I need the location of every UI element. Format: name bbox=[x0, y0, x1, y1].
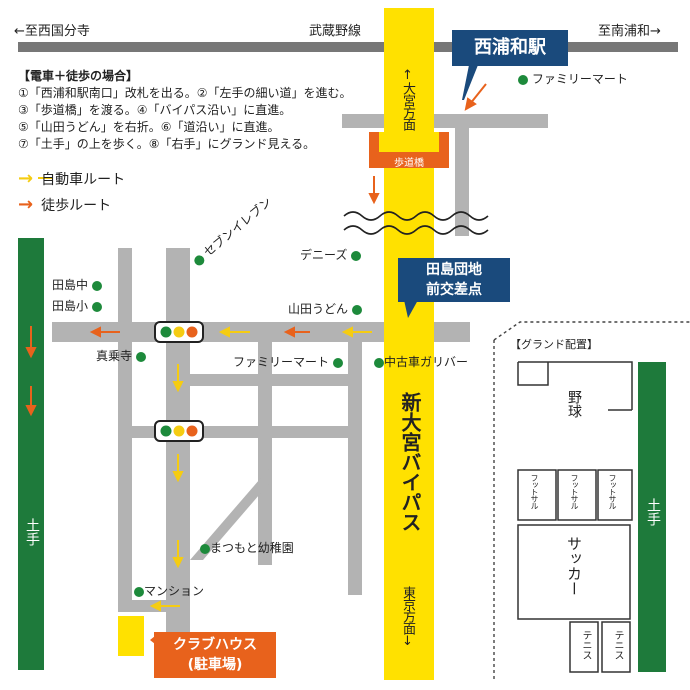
landmark-tajima-elem: 田島小 bbox=[52, 297, 102, 314]
car-route-key: → 自動車ルート bbox=[18, 168, 125, 189]
landmark-family-mart-mid: ファミリーマート bbox=[233, 353, 343, 370]
intersection-pointer bbox=[404, 300, 418, 318]
baseball-label: 野球 bbox=[566, 390, 582, 418]
direction-east: 至南浦和→ bbox=[598, 24, 661, 39]
futsal-label-1: フットサル bbox=[530, 474, 539, 509]
direction-west: ←至西国分寺 bbox=[14, 24, 90, 39]
local-road bbox=[118, 248, 132, 610]
direction-line: ⑤「山田うどん」を右折。⑥「道沿い」に直進。 bbox=[18, 120, 280, 134]
car-arrow-icon: → bbox=[18, 168, 34, 189]
landmark-dennys: デニーズ bbox=[300, 246, 362, 263]
landmark-shinjoji: 真乗寺 bbox=[96, 347, 146, 364]
landmark-dot-icon bbox=[91, 280, 102, 291]
footbridge-label: 歩道橋 bbox=[394, 158, 424, 169]
direction-line: ①「西浦和駅南口」改札を出る。②「左手の細い道」を進む。 bbox=[18, 86, 352, 100]
walk-route-label: 徒歩ルート bbox=[41, 197, 112, 214]
landmark-dot-icon bbox=[135, 351, 146, 362]
clubhouse-name: クラブハウス bbox=[173, 637, 257, 653]
direction-line: ⑦「土手」の上を歩く。⑧「右手」にグランド見える。 bbox=[18, 137, 316, 151]
ground-boundary bbox=[493, 321, 690, 341]
tennis-label-2: テニス bbox=[612, 630, 623, 660]
tennis-label-1: テニス bbox=[580, 630, 591, 660]
railway-line bbox=[18, 42, 678, 52]
local-road bbox=[190, 465, 272, 560]
landmark-dot-icon bbox=[134, 586, 144, 597]
landmark-dot-icon bbox=[351, 250, 362, 261]
futsal-label-3: フットサル bbox=[608, 474, 617, 509]
local-roads bbox=[52, 114, 548, 678]
station-road bbox=[455, 114, 469, 236]
clubhouse-box: クラブハウス (駐車場) bbox=[154, 632, 276, 678]
walk-route-arrows bbox=[25, 83, 487, 417]
local-road bbox=[348, 325, 362, 595]
landmark-gulliver: 中古車ガリバー bbox=[374, 353, 468, 370]
embankment-right bbox=[638, 362, 666, 672]
to-omiya-label: ↑大宮方面 bbox=[400, 68, 415, 130]
landmark-tajima-middle: 田島中 bbox=[52, 276, 102, 293]
traffic-light-2 bbox=[154, 420, 204, 442]
embankment-right-label: 土手 bbox=[645, 498, 661, 526]
ground-title: 【グランド配置】 bbox=[510, 338, 598, 351]
walking-directions: 【電車＋徒歩の場合】 ①「西浦和駅南口」改札を出る。②「左手の細い道」を進む。 … bbox=[18, 68, 352, 153]
clubhouse-parking-label: (駐車場) bbox=[187, 657, 243, 673]
railway-name: 武蔵野線 bbox=[309, 24, 362, 39]
traffic-light-1 bbox=[154, 321, 204, 343]
river bbox=[343, 211, 489, 235]
tennis-court-1 bbox=[569, 621, 599, 673]
soccer-field bbox=[517, 524, 631, 620]
futsal-label-2: フットサル bbox=[570, 474, 579, 509]
directions-title: 【電車＋徒歩の場合】 bbox=[18, 69, 139, 83]
landmark-dot-icon bbox=[518, 74, 528, 85]
walk-arrow-icon: → bbox=[18, 194, 34, 215]
landmark-dot-icon bbox=[374, 357, 384, 368]
futsal-court-1 bbox=[517, 469, 557, 521]
footbridge bbox=[369, 132, 449, 168]
landmark-mansion: マンション bbox=[134, 582, 204, 599]
to-tokyo-label: 東京方面↓ bbox=[400, 586, 415, 648]
station-name-box: 西浦和駅 bbox=[452, 30, 568, 66]
futsal-court-2 bbox=[557, 469, 597, 521]
local-road bbox=[190, 374, 362, 386]
embankment-left-label: 土手 bbox=[24, 518, 40, 546]
soccer-label: サッカー bbox=[565, 536, 583, 596]
car-route-label: 自動車ルート bbox=[41, 171, 126, 188]
landmark-dot-icon bbox=[91, 301, 102, 312]
landmark-dot-icon bbox=[351, 304, 362, 315]
car-route-arrows bbox=[38, 177, 372, 612]
landmark-dot-icon bbox=[200, 543, 210, 554]
ground-layout bbox=[517, 361, 633, 673]
landmark-kindergarten: まつもと幼稚園 bbox=[200, 539, 294, 556]
intersection-label-box: 田島団地前交差点 bbox=[398, 258, 510, 302]
bypass-road bbox=[384, 8, 434, 680]
futsal-court-3 bbox=[597, 469, 633, 521]
bypass-label: 新大宮バイパス bbox=[398, 392, 422, 532]
walk-route-key: → 徒歩ルート bbox=[18, 194, 111, 215]
landmark-family-mart: ファミリーマート bbox=[518, 70, 628, 87]
station-road bbox=[342, 114, 548, 128]
tennis-court-2 bbox=[601, 621, 631, 673]
direction-line: ③「歩道橋」を渡る。④「バイパス沿い」に直進。 bbox=[18, 103, 292, 117]
landmark-yamada-udon: 山田うどん bbox=[288, 300, 362, 317]
station-pointer bbox=[462, 60, 480, 100]
embankment-left bbox=[18, 238, 44, 670]
clubhouse-parking bbox=[118, 616, 144, 656]
landmark-dot-icon bbox=[332, 357, 343, 368]
